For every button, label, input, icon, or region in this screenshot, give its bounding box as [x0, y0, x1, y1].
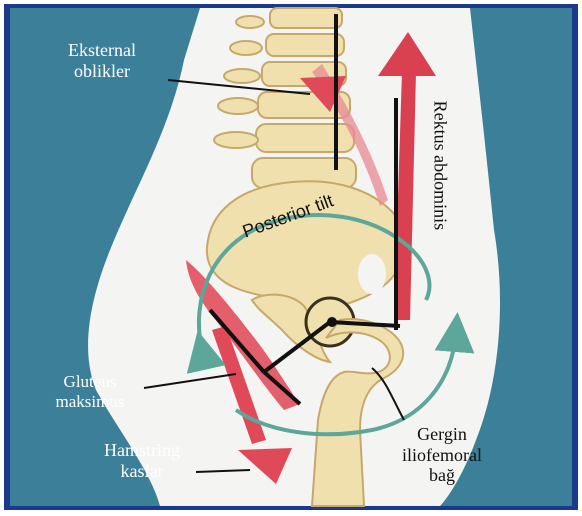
- label-hamstring-line1: Hamstring: [84, 440, 200, 461]
- label-external-obliques-line2: oblikler: [36, 61, 168, 82]
- label-gluteus-maximus: Gluteus maksimus: [32, 372, 148, 411]
- label-hamstring-line2: kaslar: [84, 461, 200, 482]
- label-gluteus-line2: maksimus: [32, 392, 148, 412]
- label-iliofemoral-ligament: Gergin iliofemoral bağ: [384, 424, 500, 486]
- label-gluteus-line1: Gluteus: [32, 372, 148, 392]
- hip-pivot: [327, 317, 337, 327]
- label-external-obliques: Eksternal oblikler: [36, 40, 168, 81]
- label-external-obliques-line1: Eksternal: [36, 40, 168, 61]
- label-ligament-line3: bağ: [384, 465, 500, 486]
- label-ligament-line2: iliofemoral: [384, 445, 500, 466]
- label-rectus-abdominis: Rektus abdominis: [430, 85, 451, 245]
- pelvis-notch: [358, 254, 386, 294]
- label-hamstring: Hamstring kaslar: [84, 440, 200, 481]
- label-ligament-line1: Gergin: [384, 424, 500, 445]
